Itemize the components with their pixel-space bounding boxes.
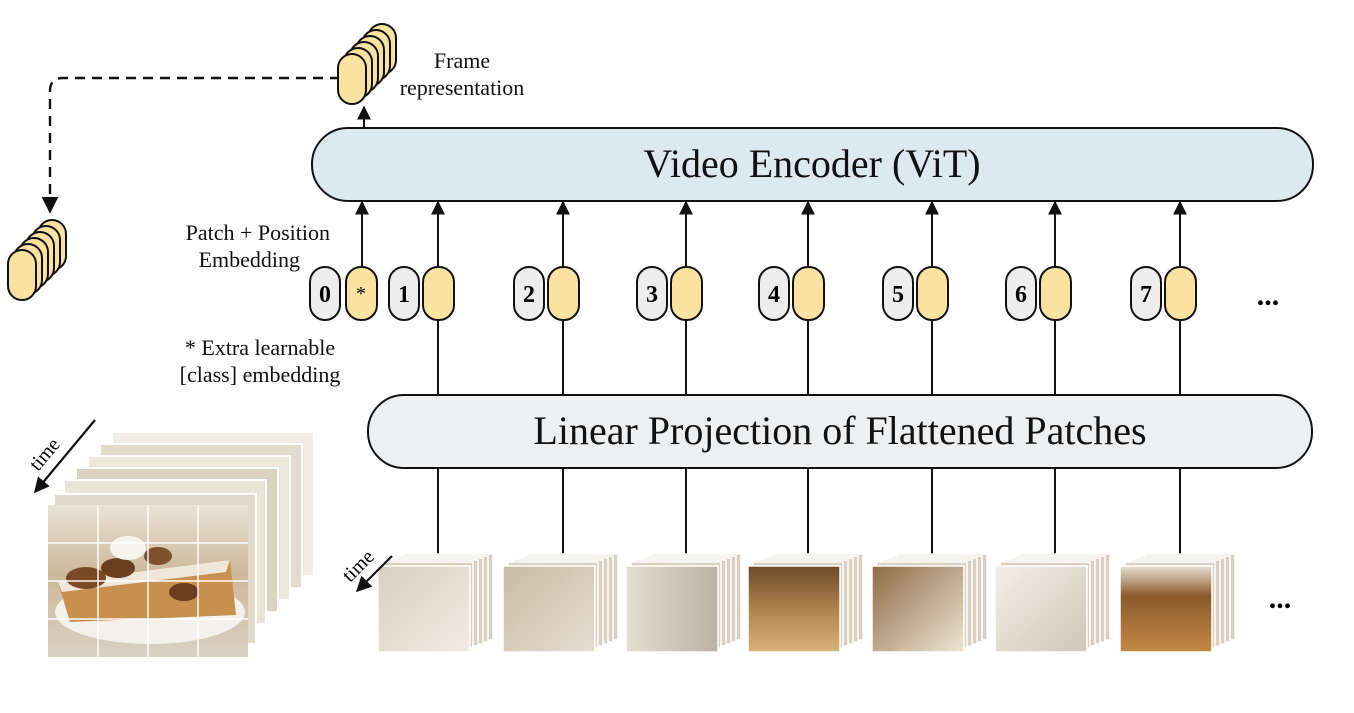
patch-image-stacks <box>377 469 1236 653</box>
patch-ellipsis: ... <box>1269 582 1292 615</box>
patch-token-4: 4 <box>758 200 825 394</box>
frame-representation-stack <box>337 23 397 105</box>
patch-embedding-pill-6 <box>1039 266 1072 321</box>
position-pill-7 <box>1130 266 1162 321</box>
class-token-embedding-pill <box>345 266 378 321</box>
patch-token-7: 7 <box>1130 200 1197 394</box>
patch-stack-6 <box>994 553 1111 653</box>
front-frame-image <box>48 505 248 657</box>
patch-embedding-pill-2 <box>547 266 580 321</box>
patch-front-2 <box>502 565 596 653</box>
patch-token-2: 2 <box>513 200 580 394</box>
patch-stack-4 <box>747 553 864 653</box>
patch-embedding-pill-5 <box>916 266 949 321</box>
video-encoder-box: Video Encoder (ViT) <box>311 127 1314 202</box>
patch-token-1: 1 <box>388 200 455 394</box>
position-index-5: 5 <box>892 282 904 308</box>
patch-front-1 <box>377 565 471 653</box>
video-frames <box>48 431 315 657</box>
position-index-1: 1 <box>398 282 410 308</box>
patch-token-5: 5 <box>882 200 949 394</box>
patch-position-line2: Embedding <box>198 247 300 272</box>
extra-line2: [class] embedding <box>179 362 341 387</box>
patch-stack-7 <box>1119 553 1236 653</box>
representation-pill <box>337 53 367 105</box>
patch-embedding-pill-7 <box>1164 266 1197 321</box>
extra-line1: * Extra learnable <box>184 335 336 360</box>
class-token: 0 * <box>309 266 378 321</box>
frame-representation-stack-left <box>7 219 67 301</box>
frame-representation-line1: Frame <box>433 48 491 73</box>
patch-embedding-pill-4 <box>792 266 825 321</box>
patch-embedding-pill-3 <box>670 266 703 321</box>
position-index-4: 4 <box>768 282 780 308</box>
position-pill-4 <box>758 266 790 321</box>
time-label-frames: time <box>25 434 65 475</box>
position-index-3: 3 <box>646 282 658 308</box>
representation-pill <box>7 249 37 301</box>
class-token-symbol: * <box>356 283 366 305</box>
class-token-index-pill <box>309 266 341 321</box>
position-index-2: 2 <box>523 282 535 308</box>
patch-position-line1: Patch + Position <box>185 220 330 245</box>
patch-embedding-pill-1 <box>422 266 455 321</box>
position-pill-6 <box>1005 266 1037 321</box>
position-pill-3 <box>636 266 668 321</box>
dashed-feedback-path <box>41 76 340 214</box>
video-encoder-label: Video Encoder (ViT) <box>643 141 980 186</box>
patch-tokens: 1 2 3 4 5 6 7 <box>388 200 1197 394</box>
position-index-7: 7 <box>1140 282 1152 308</box>
patch-position-embedding-label: Patch + Position Embedding <box>150 219 330 273</box>
patch-front-6 <box>994 565 1088 653</box>
linear-projection-label: Linear Projection of Flattened Patches <box>533 408 1146 453</box>
patch-token-6: 6 <box>1005 200 1072 394</box>
patch-front-7 <box>1119 565 1213 653</box>
patch-stack-2 <box>502 553 619 653</box>
position-pill-5 <box>882 266 914 321</box>
position-pill-2 <box>513 266 545 321</box>
patch-front-3 <box>625 565 719 653</box>
patch-stack-5 <box>871 553 988 653</box>
position-index-6: 6 <box>1015 282 1027 308</box>
linear-projection-box: Linear Projection of Flattened Patches <box>367 394 1313 469</box>
position-pill-1 <box>388 266 420 321</box>
frame-representation-line2: representation <box>399 75 525 100</box>
patch-front-5 <box>871 565 965 653</box>
class-token-index: 0 <box>319 282 331 308</box>
frame-representation-label: Frame representation <box>382 47 542 101</box>
token-ellipsis: ... <box>1257 279 1280 312</box>
extra-class-embedding-label: * Extra learnable [class] embedding <box>160 334 360 388</box>
time-label-patches: time <box>338 546 379 587</box>
patch-token-3: 3 <box>636 200 703 394</box>
patch-stack-3 <box>625 553 742 653</box>
patch-stack-1 <box>377 553 494 653</box>
patch-front-4 <box>747 565 841 653</box>
